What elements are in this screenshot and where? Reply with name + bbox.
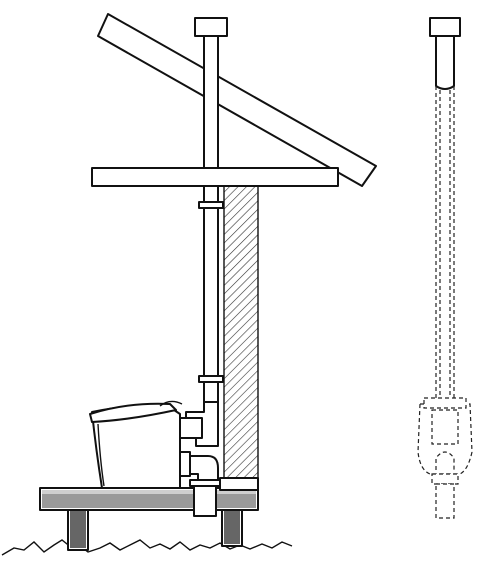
floor-platform-icon: [39, 487, 259, 511]
ceiling-beam-icon: [91, 167, 339, 187]
toilet-icon: [89, 400, 183, 489]
vent-pipe-icon: [179, 35, 224, 517]
support-post-icon: [67, 507, 243, 551]
ground-line: [1, 539, 293, 556]
vent-cap-icon: [194, 17, 228, 37]
hidden-pipe-view-icon: [417, 17, 473, 519]
hatched-wall-icon: [219, 185, 259, 491]
roof-icon: [97, 13, 377, 187]
